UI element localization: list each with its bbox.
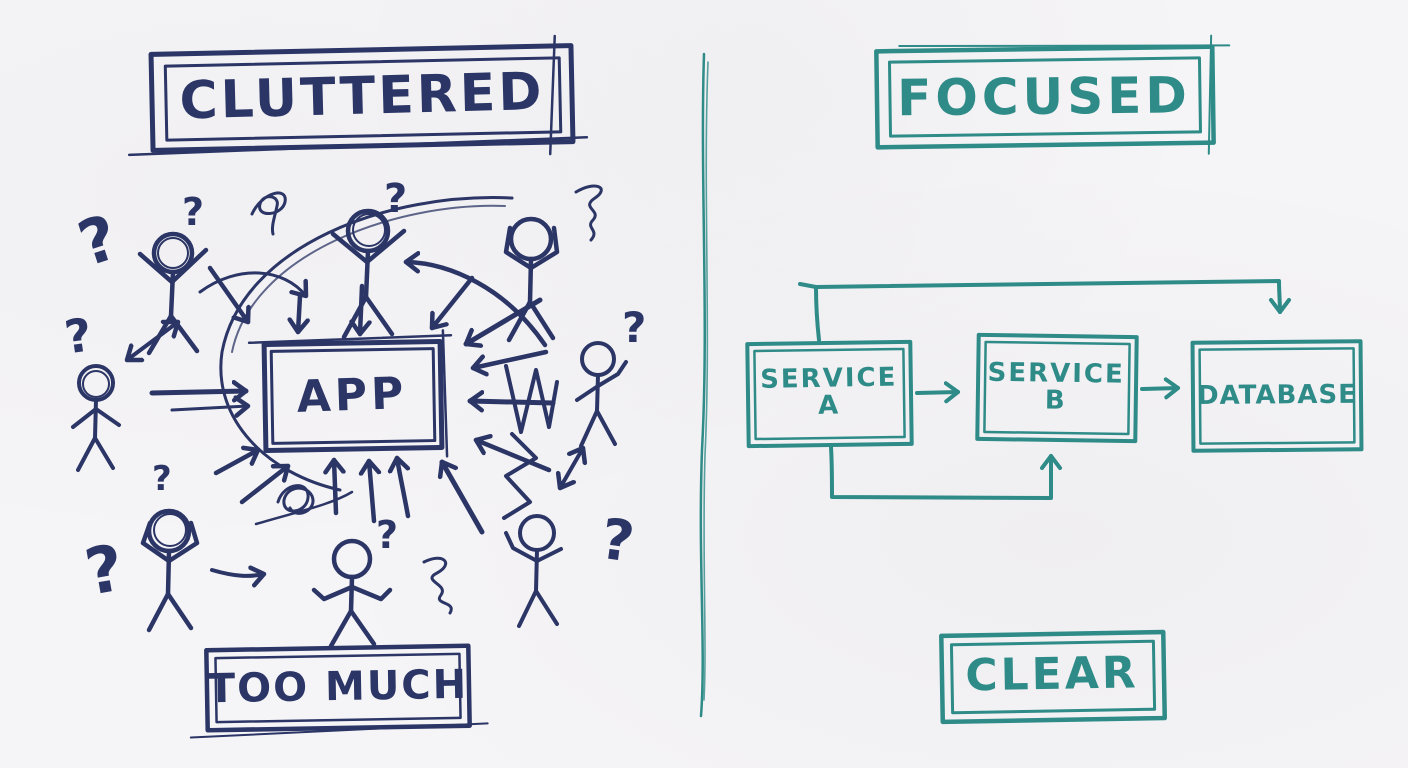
- question-mark-icon: ?: [182, 190, 204, 234]
- center-divider-line: [699, 52, 709, 718]
- too-much-box: [189, 643, 489, 739]
- focused-flow-arrows: [798, 279, 1280, 500]
- question-mark-icon: ?: [597, 507, 638, 576]
- database-box: [1190, 339, 1364, 453]
- arrow-service-a-to-b: [915, 381, 960, 404]
- scribble-squiggles: [250, 184, 603, 615]
- too-much-caption: TOO MUCH: [207, 661, 469, 713]
- stick-figure-shrug-bottom: [311, 538, 393, 649]
- service-b-box: [975, 332, 1139, 444]
- clear-box: [939, 629, 1168, 725]
- clear-caption: CLEAR: [964, 647, 1140, 702]
- app-box: [247, 329, 453, 458]
- database-label: DATABASE: [1196, 379, 1358, 412]
- question-mark-icon: ?: [152, 459, 172, 499]
- stick-figure-bottom-right: [504, 514, 563, 628]
- stick-figure-left-mid: [71, 364, 121, 472]
- app-node-label: APP: [295, 367, 409, 423]
- arrow-top-route-a-to-database: [798, 279, 1280, 342]
- service-a-label: SERVICE A: [759, 362, 898, 422]
- service-a-line1: SERVICE: [759, 362, 898, 395]
- question-mark-icon: ?: [61, 307, 95, 364]
- arrow-service-b-to-database: [1140, 377, 1180, 400]
- service-b-label: SERVICE B: [987, 357, 1125, 417]
- cluttered-arrows: [127, 262, 583, 576]
- stick-figure-head-clutch-bottom-left: [140, 508, 200, 633]
- stick-figure-right-mid: [575, 341, 628, 448]
- focused-title-box: [874, 34, 1231, 155]
- service-a-box: [745, 339, 914, 449]
- service-b-line2: B: [1044, 385, 1067, 417]
- stick-figure-arms-up-top: [330, 208, 407, 340]
- question-mark-icon: ?: [70, 200, 127, 281]
- stick-figure-head-clutch-top-right: [503, 216, 560, 343]
- question-mark-icon: ?: [80, 531, 129, 610]
- stick-figure-arms-up-left: [137, 231, 209, 356]
- question-mark-icon: ?: [384, 176, 407, 222]
- cluttered-title: CLUTTERED: [178, 61, 546, 132]
- question-mark-icon: ?: [622, 303, 646, 352]
- question-mark-icon: ?: [376, 513, 398, 557]
- cluttered-title-box: [127, 34, 589, 157]
- arrow-bottom-route-a-to-b: [829, 445, 1062, 500]
- service-b-line1: SERVICE: [987, 357, 1125, 390]
- service-a-line2: A: [817, 390, 841, 422]
- focused-title: FOCUSED: [896, 66, 1192, 128]
